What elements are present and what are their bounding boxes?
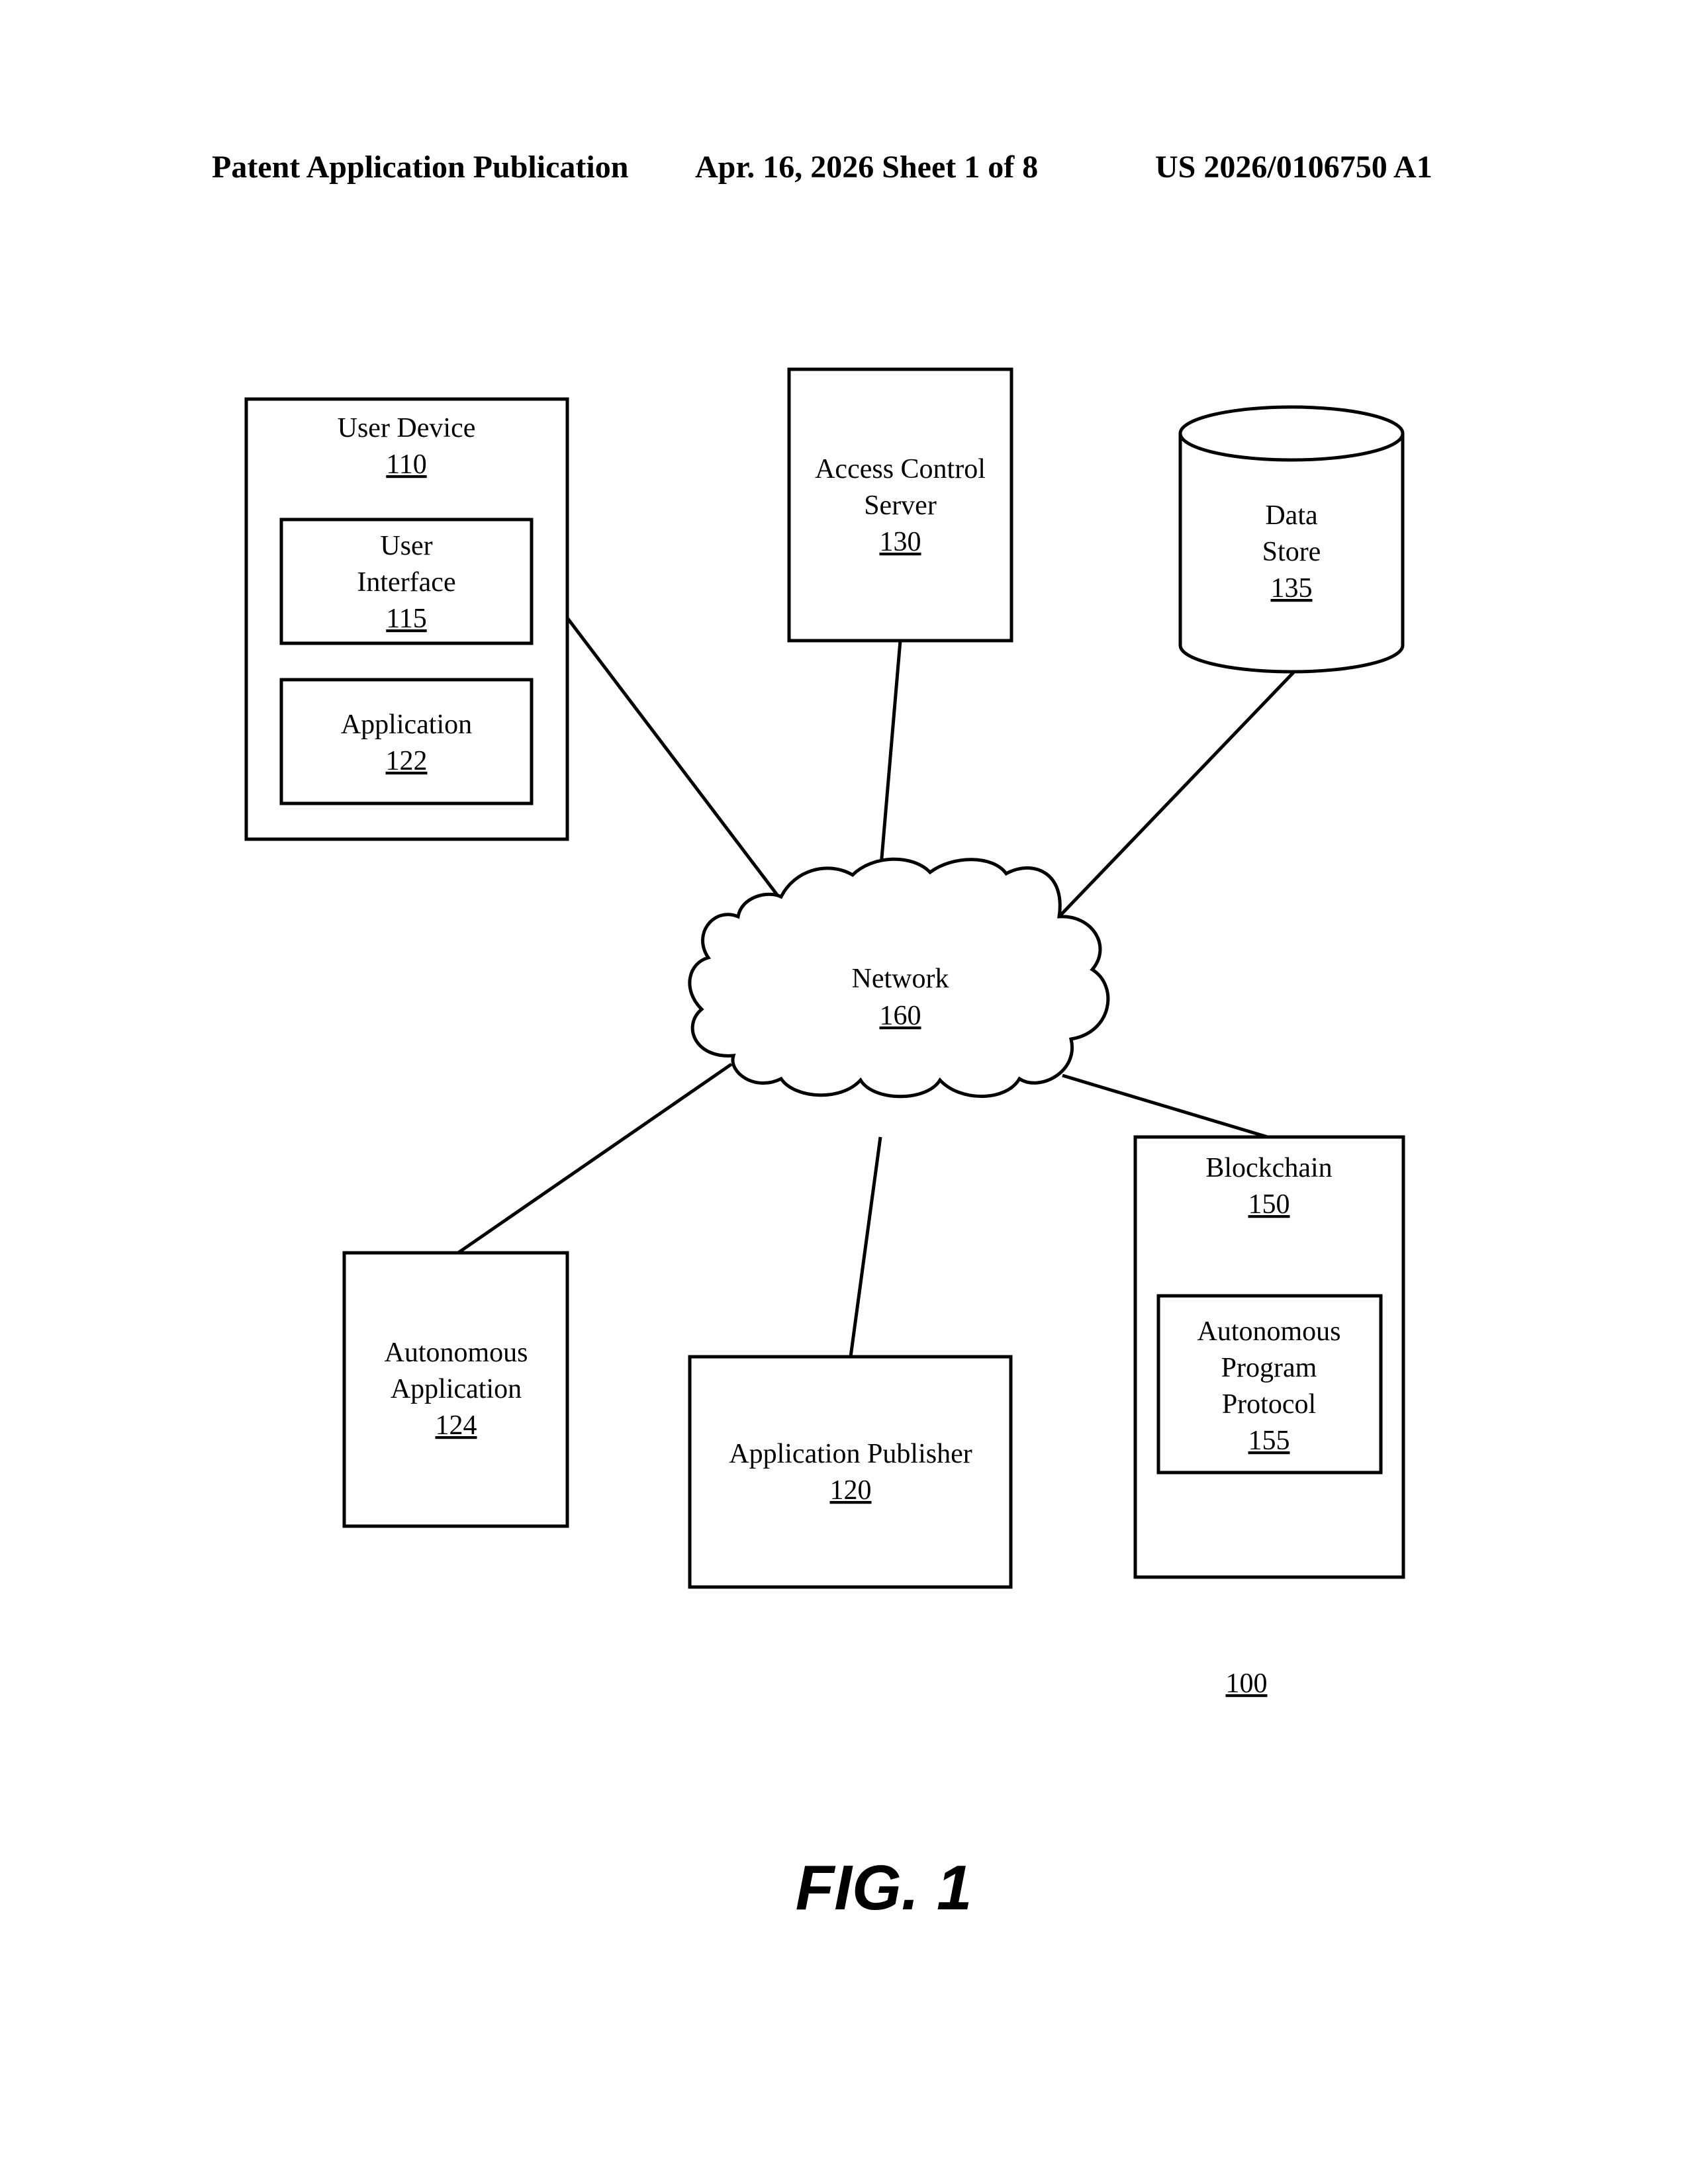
blockchain-node: Blockchain 150 Autonomous Program Protoc… xyxy=(1135,1137,1403,1577)
autonomous-program-protocol-ref: 155 xyxy=(1248,1426,1290,1456)
application-box xyxy=(281,680,532,803)
user-interface-label-line2: Interface xyxy=(357,567,455,598)
blockchain-ref: 150 xyxy=(1248,1189,1290,1220)
application-publisher-box xyxy=(690,1357,1011,1587)
autonomous-application-node: Autonomous Application 124 xyxy=(344,1253,567,1526)
network-label: Network xyxy=(852,964,949,994)
application-publisher-label: Application Publisher xyxy=(729,1439,972,1469)
data-store-cylinder-top xyxy=(1180,407,1403,460)
user-device-label: User Device xyxy=(338,413,476,443)
network-ref: 160 xyxy=(880,1001,921,1031)
application-ref: 122 xyxy=(386,746,428,776)
autonomous-program-protocol-label-line2: Program xyxy=(1221,1353,1317,1383)
network-node: Network 160 xyxy=(690,859,1108,1097)
blockchain-label: Blockchain xyxy=(1205,1153,1332,1183)
access-control-server-label-line1: Access Control xyxy=(815,454,986,484)
connector-network-autonomous-application xyxy=(458,1064,731,1253)
data-store-label-line1: Data xyxy=(1265,500,1318,531)
data-store-node: Data Store 135 xyxy=(1180,407,1403,672)
user-device-node: User Device 110 User Interface 115 Appli… xyxy=(246,399,567,839)
connector-access-control-network xyxy=(880,641,900,874)
autonomous-program-protocol-label-line3: Protocol xyxy=(1222,1389,1316,1420)
connector-network-application-publisher xyxy=(851,1137,880,1357)
autonomous-application-label-line1: Autonomous xyxy=(384,1338,528,1368)
access-control-server-label-line2: Server xyxy=(864,490,937,521)
connector-user-device-network xyxy=(568,619,781,900)
autonomous-application-ref: 124 xyxy=(436,1410,477,1441)
data-store-label-line2: Store xyxy=(1262,537,1321,567)
autonomous-application-label-line2: Application xyxy=(391,1374,522,1404)
user-device-ref: 110 xyxy=(386,449,426,480)
application-publisher-ref: 120 xyxy=(830,1475,872,1506)
data-store-ref: 135 xyxy=(1271,573,1313,604)
application-publisher-node: Application Publisher 120 xyxy=(690,1357,1011,1587)
access-control-server-node: Access Control Server 130 xyxy=(789,369,1011,641)
figure-label: FIG. 1 xyxy=(796,1852,972,1923)
user-interface-label-line1: User xyxy=(380,531,432,561)
connector-data-store-network xyxy=(1059,672,1294,917)
system-reference-number: 100 xyxy=(1226,1668,1268,1699)
autonomous-program-protocol-label-line1: Autonomous xyxy=(1197,1316,1340,1347)
connector-network-blockchain xyxy=(1062,1075,1268,1137)
access-control-server-ref: 130 xyxy=(880,527,921,557)
user-interface-ref: 115 xyxy=(386,604,426,634)
application-label: Application xyxy=(341,709,472,740)
